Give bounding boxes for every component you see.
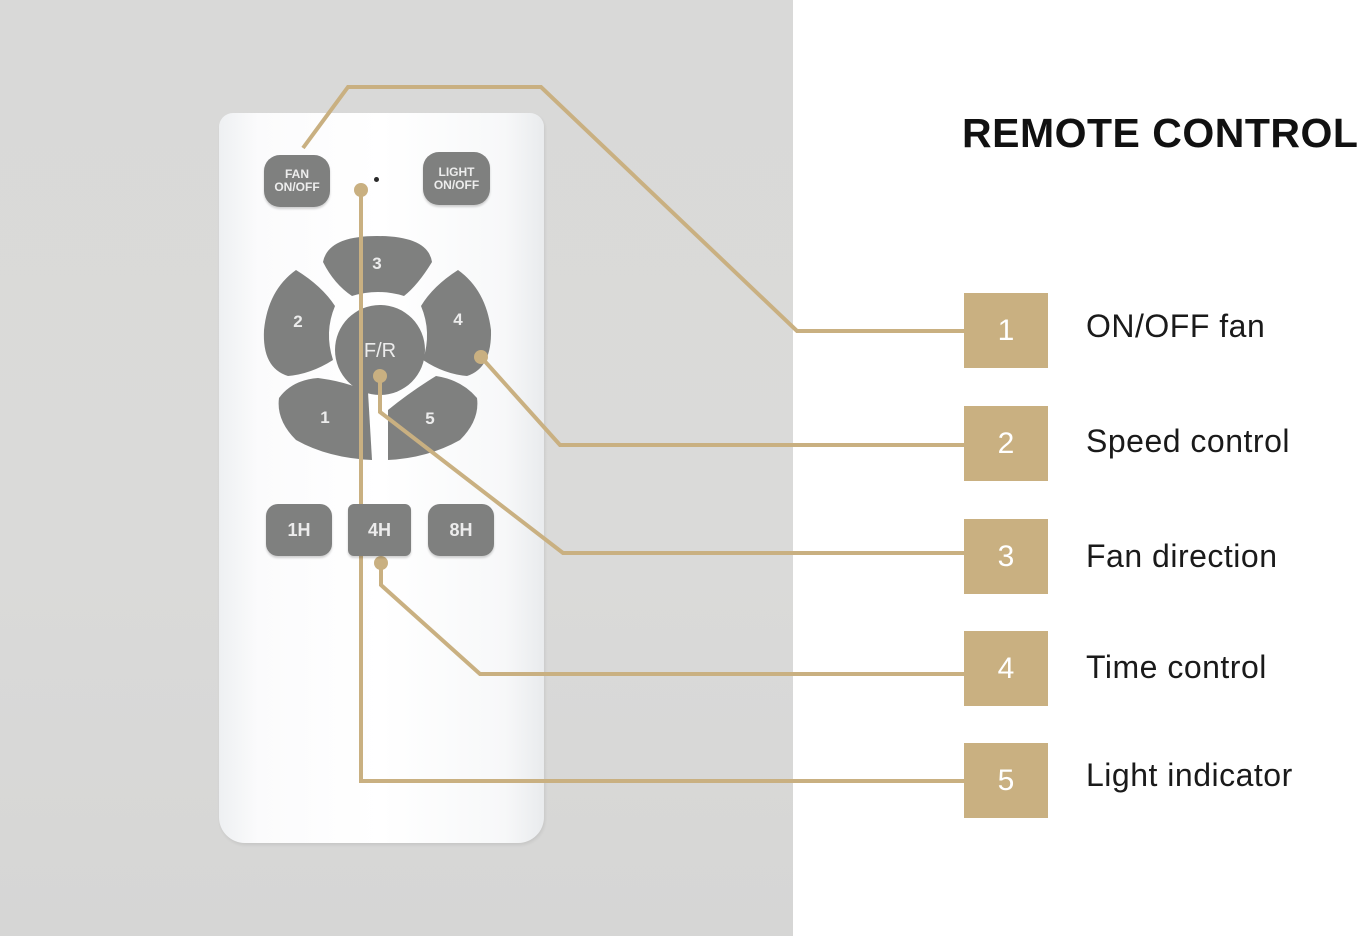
speed-button-3-label: 3 [372, 254, 381, 273]
callout-dot-timer [374, 556, 388, 570]
fan-direction-label: F/R [364, 340, 396, 362]
legend-number-5: 5 [964, 743, 1048, 818]
legend-number-2: 2 [964, 406, 1048, 481]
legend-label-2: Speed control [1086, 423, 1290, 459]
timer-1h-button[interactable]: 1H [266, 504, 332, 556]
legend-label-4: Time control [1086, 649, 1267, 685]
legend-number-3: 3 [964, 519, 1048, 594]
light-indicator-led [374, 177, 379, 182]
remote-control-body [219, 113, 544, 843]
timer-4h-button[interactable]: 4H [348, 504, 411, 556]
legend-label-5: Light indicator [1086, 757, 1293, 793]
speed-button-3[interactable] [323, 236, 432, 296]
speed-button-2[interactable] [263, 270, 335, 376]
page-title: REMOTE CONTROL [962, 110, 1359, 156]
legend-label-1: ON/OFF fan [1086, 308, 1266, 344]
speed-button-2-label: 2 [293, 312, 302, 331]
speed-button-1-label: 1 [320, 408, 329, 427]
callout-dot-speed [474, 350, 488, 364]
speed-button-5-label: 5 [425, 409, 434, 428]
legend-number-4: 4 [964, 631, 1048, 706]
legend-number-1: 1 [964, 293, 1048, 368]
light-onoff-button[interactable]: LIGHT ON/OFF [423, 152, 490, 205]
speed-button-4-label: 4 [453, 310, 463, 329]
callout-dot-led [354, 183, 368, 197]
legend-label-3: Fan direction [1086, 538, 1278, 574]
timer-8h-button[interactable]: 8H [428, 504, 494, 556]
callout-dot-direction [373, 369, 387, 383]
callout-line-3 [378, 376, 964, 555]
callout-line-5 [359, 190, 964, 783]
callout-line-2 [479, 355, 964, 447]
fan-direction-button[interactable] [335, 305, 425, 395]
speed-button-1[interactable] [278, 378, 372, 460]
callout-line-4 [379, 563, 964, 676]
fan-onoff-button[interactable]: FAN ON/OFF [264, 155, 330, 207]
callout-line-1 [301, 85, 964, 333]
speed-button-4[interactable] [421, 270, 492, 376]
speed-button-5[interactable] [388, 376, 478, 460]
